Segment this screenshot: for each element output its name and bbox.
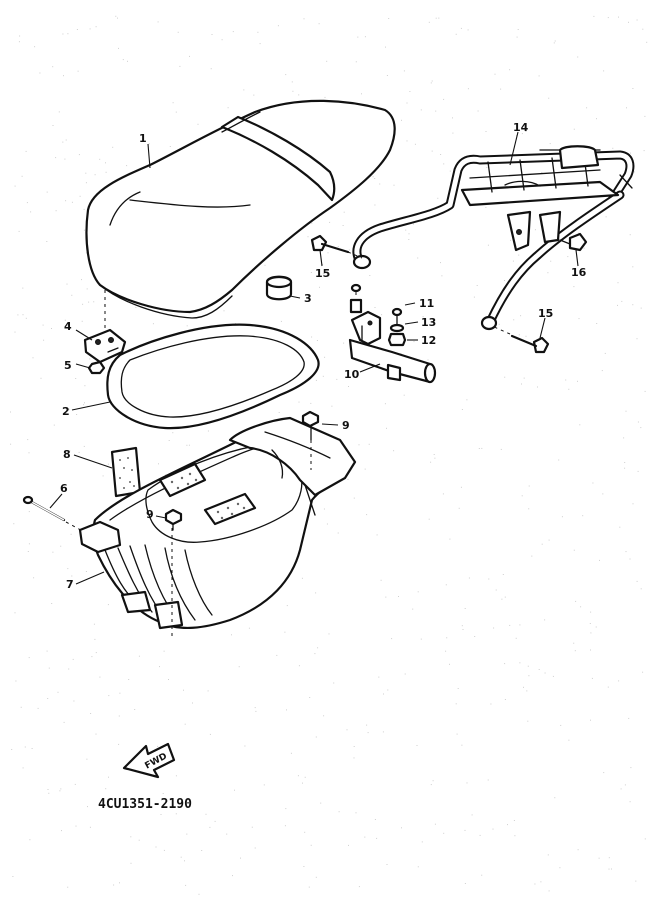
callout-5: 5	[64, 359, 72, 372]
bolt[interactable]	[301, 410, 320, 441]
drawing-code: 4CU1351-2190	[98, 797, 192, 812]
callout-6: 6	[60, 482, 68, 495]
seal[interactable]	[106, 323, 320, 430]
callout-labels: 1 2 3 4 5 6 7 8 9 9 10 11 12 13 14 15 15…	[60, 121, 587, 591]
bolt[interactable]	[349, 283, 363, 314]
bolt[interactable]	[310, 234, 350, 254]
bolt[interactable]	[559, 232, 588, 252]
callout-4: 4	[64, 320, 72, 333]
callout-10: 10	[344, 368, 360, 381]
washer[interactable]	[389, 323, 405, 333]
pad[interactable]	[110, 446, 142, 498]
box-pad-texture	[170, 472, 246, 520]
storage-box[interactable]	[78, 416, 357, 630]
callout-11: 11	[419, 297, 434, 310]
forward-arrow-icon: FWD	[122, 742, 176, 779]
callout-9b: 9	[146, 508, 154, 521]
pad-texture	[119, 457, 135, 489]
lock[interactable]	[348, 310, 437, 384]
damper[interactable]	[265, 275, 293, 301]
carrier[interactable]	[352, 145, 635, 331]
bolt[interactable]	[391, 307, 403, 325]
callout-7: 7	[66, 578, 74, 591]
seat[interactable]	[85, 99, 396, 319]
leader-lines	[49, 131, 579, 585]
callout-15b: 15	[538, 307, 553, 320]
nut[interactable]	[387, 332, 407, 347]
callout-3: 3	[304, 292, 312, 305]
callout-1: 1	[139, 132, 147, 145]
callout-16: 16	[571, 266, 587, 279]
hinge[interactable]	[83, 328, 127, 364]
callout-15a: 15	[315, 267, 330, 280]
bolt[interactable]	[164, 508, 183, 531]
pin[interactable]	[22, 495, 66, 522]
callout-2: 2	[62, 405, 70, 418]
callout-8: 8	[63, 448, 71, 461]
callout-12: 12	[421, 334, 436, 347]
bolt[interactable]	[510, 334, 550, 354]
callout-9a: 9	[342, 419, 350, 432]
callout-13: 13	[421, 316, 436, 329]
callout-14: 14	[513, 121, 529, 134]
nut[interactable]	[87, 360, 106, 375]
